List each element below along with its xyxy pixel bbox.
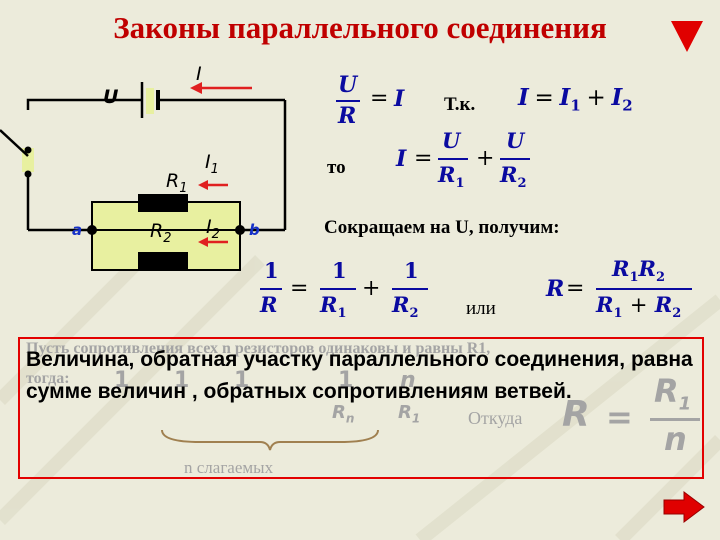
ghost-frac-2: 1 [174, 368, 190, 393]
slide-title: Законы параллельного соединения [113, 10, 607, 45]
switch-lever [0, 129, 29, 157]
ghost-r1: R1 [398, 402, 421, 426]
circuit-diagram [0, 82, 287, 271]
ghost-big-r1: R1 [654, 372, 692, 415]
statement-text: Величина, обратная участку параллельного… [26, 348, 693, 403]
current-arrow-i2-head [198, 237, 208, 247]
ghost-big-r: R [562, 394, 590, 435]
ghost-frac-3: 1 [234, 368, 250, 393]
formula-i-sum: I = U R1 + U R2 [396, 128, 546, 196]
label-i1: I1 [205, 151, 219, 177]
ghost-line-2: тогда: [26, 370, 70, 387]
label-i: I [196, 63, 202, 85]
next-arrow-icon[interactable] [662, 490, 706, 524]
text-reduce: Сокращаем на U, получим: [324, 217, 560, 238]
label-r2: R2 [150, 220, 172, 246]
resistor-r1 [138, 194, 188, 212]
ghost-n: n [400, 368, 416, 393]
label-i2: I2 [206, 216, 220, 242]
current-arrow-i1-head [198, 180, 208, 190]
battery-cell [146, 88, 154, 114]
resistor-r2 [138, 252, 188, 270]
ghost-big-eq: = [606, 398, 633, 436]
ghost-frac-4: 1 [338, 368, 354, 393]
text-ili: или [466, 298, 496, 319]
current-arrow-i-head [190, 82, 202, 94]
ghost-line-1: Пусть сопротивления всех n резисторов од… [26, 340, 491, 357]
formula-reciprocal: 1 R = 1 R1 + 1 R2 [258, 258, 438, 326]
ghost-rn: Rn [332, 402, 355, 426]
triangle-down-icon[interactable] [669, 18, 705, 54]
formula-currents: I = I1 + I2 [518, 84, 633, 115]
ghost-brace [161, 429, 379, 451]
wire-top-left [26, 98, 142, 110]
switch-contact-bottom [24, 170, 32, 178]
ghost-otkuda: Откуда [468, 408, 523, 428]
node-a [87, 225, 97, 235]
ghost-frac-1: 1 [114, 368, 130, 393]
ghost-big-fraction-bar [650, 418, 700, 421]
formula-ohm: U R = I [336, 72, 405, 129]
formula-r-product: R = R1R2 R1 + R2 [546, 256, 696, 326]
label-b: b [249, 221, 260, 239]
text-tk: Т.к. [444, 94, 476, 115]
label-a: a [72, 221, 83, 239]
ghost-n-terms: n слагаемых [184, 458, 274, 477]
ghost-big-n: n [664, 420, 687, 458]
label-r1: R1 [166, 170, 188, 196]
text-to: то [327, 157, 346, 178]
switch-contact-top [24, 146, 32, 154]
label-u: U [103, 86, 119, 108]
statement-box [18, 337, 704, 479]
node-b [235, 225, 245, 235]
